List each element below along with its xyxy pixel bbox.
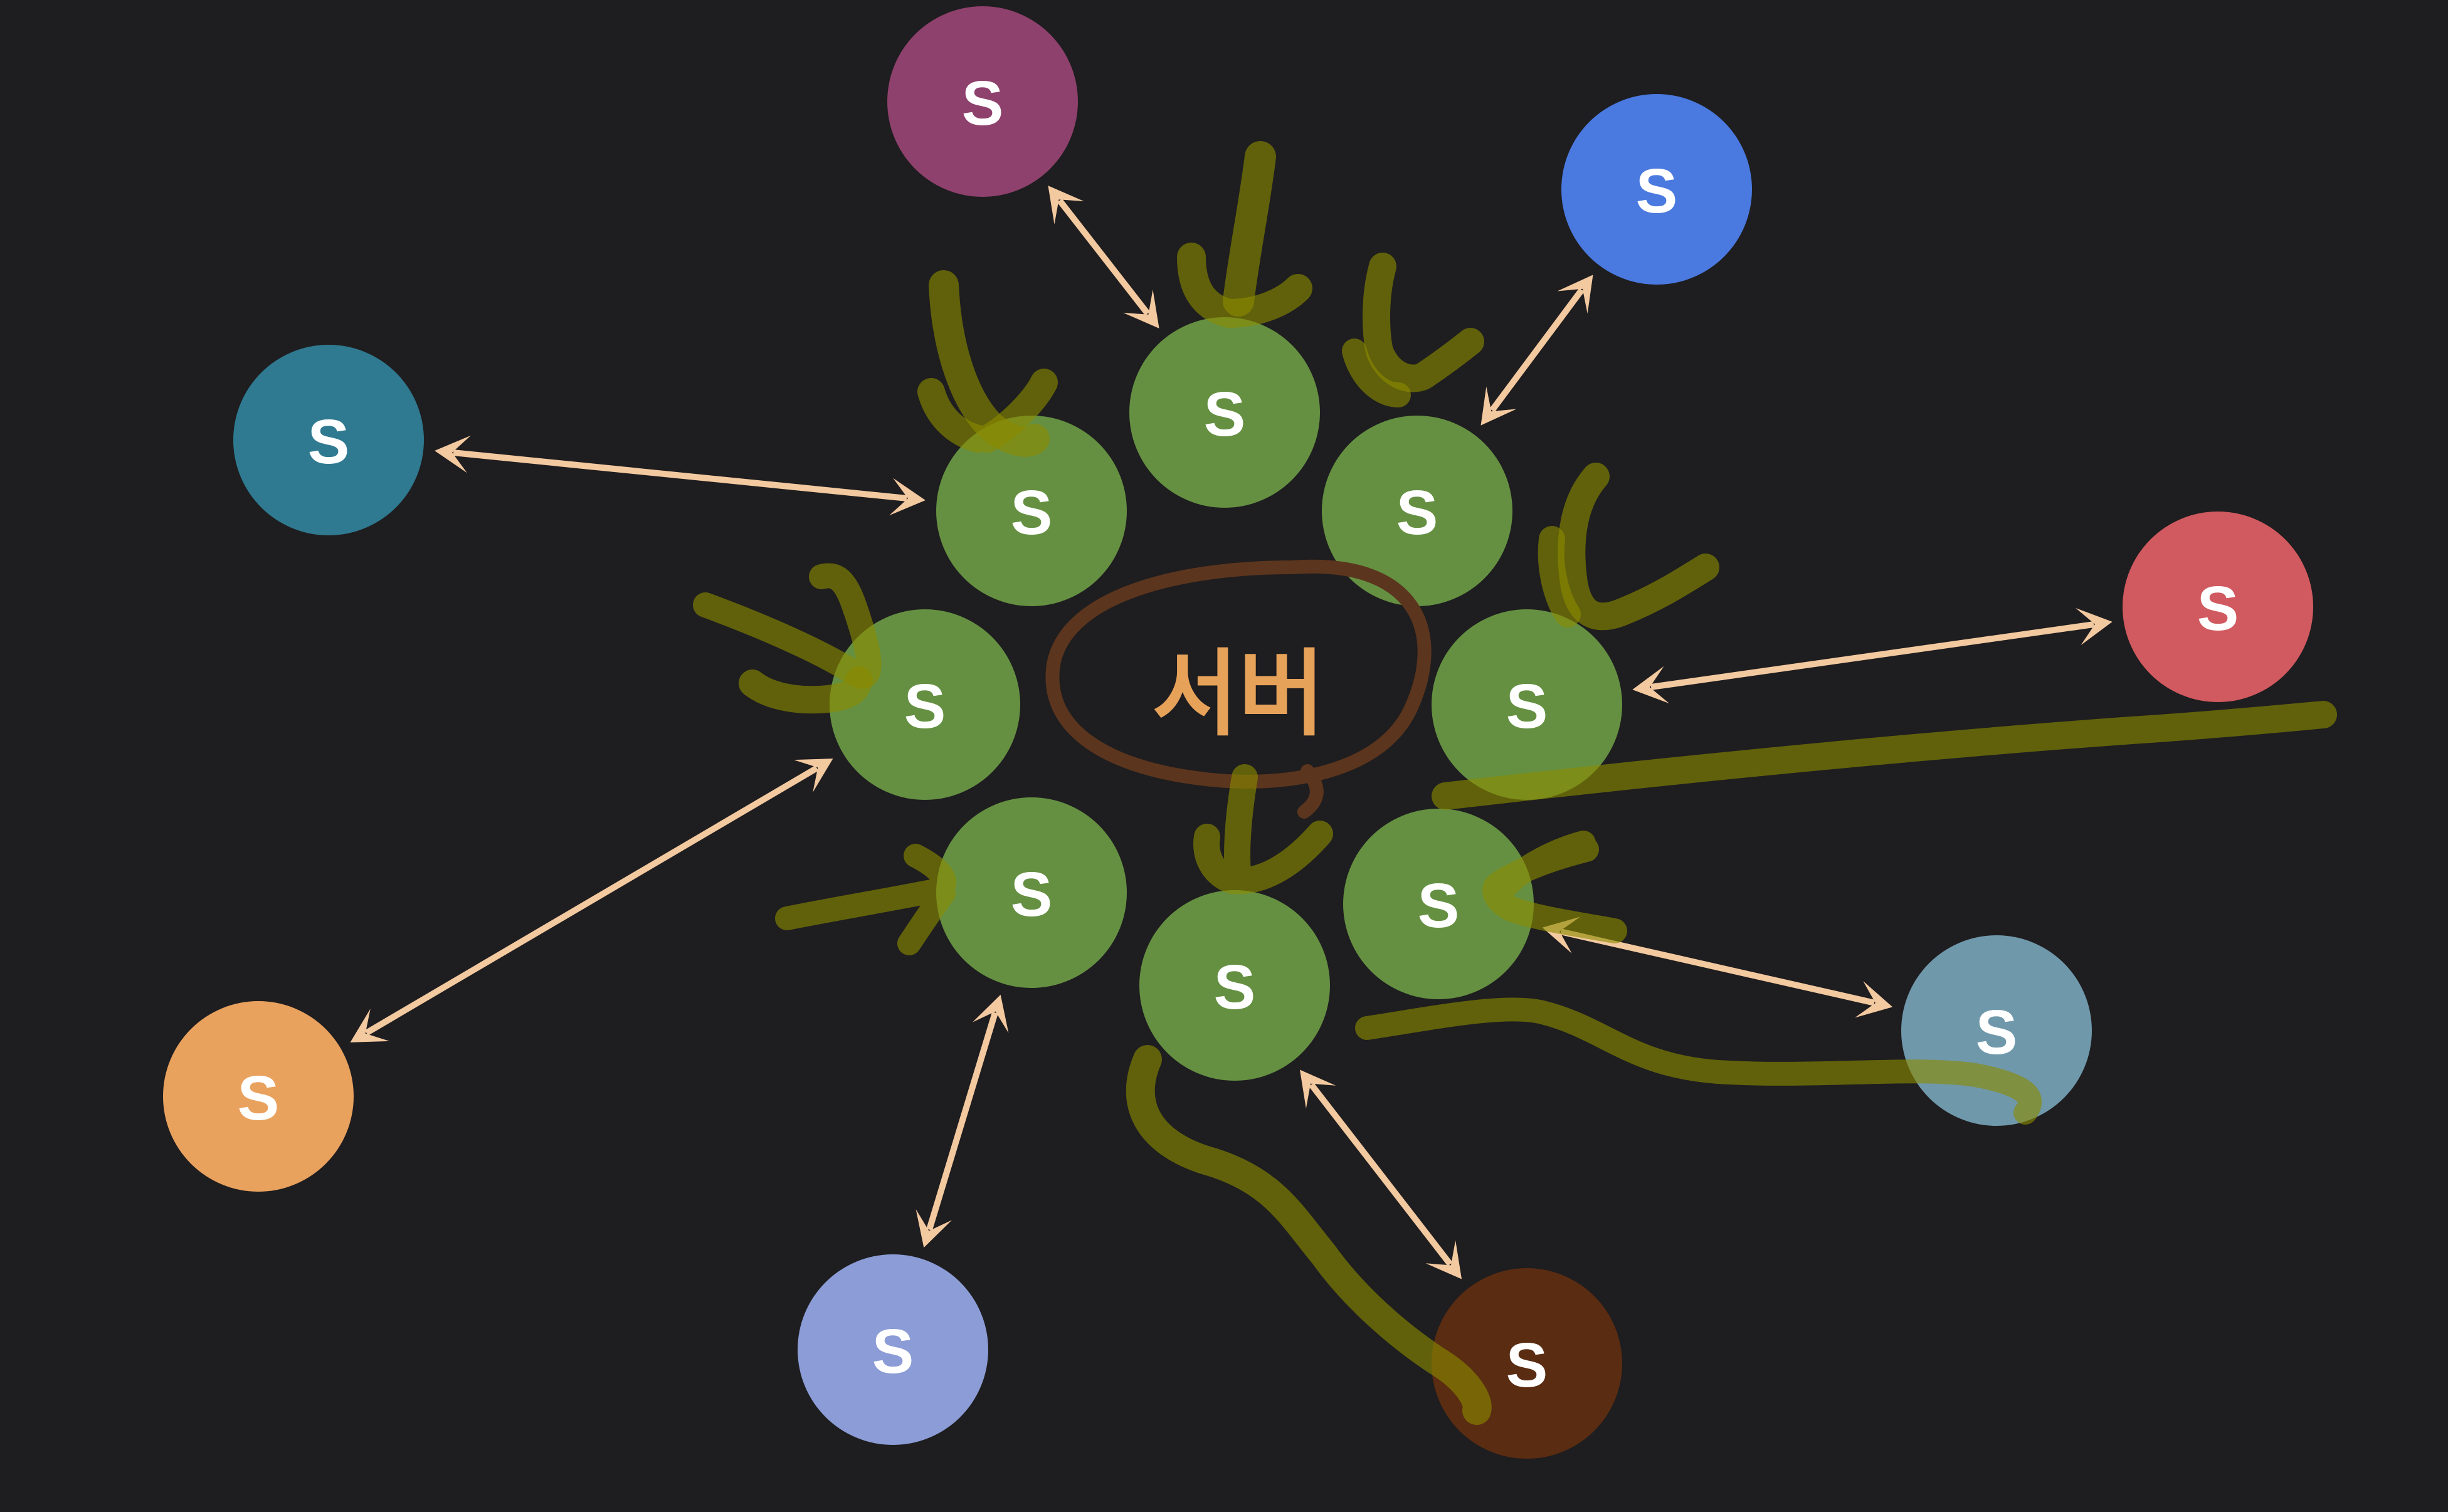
node-label: S (904, 671, 946, 742)
node-label: S (1011, 478, 1053, 548)
node-label: S (238, 1063, 280, 1133)
node-label: S (872, 1316, 914, 1387)
server-center: 서버 (1045, 559, 1432, 819)
arrowhead (2076, 607, 2113, 646)
outer-node-circle (887, 6, 1078, 197)
inner-node-bottom-right[interactable]: S (1343, 809, 1534, 999)
highlight-stroke (775, 844, 956, 955)
highlight-stroke (929, 270, 1050, 457)
inner-node-circle (1129, 317, 1320, 508)
marker-highlights (693, 141, 2337, 1425)
arrowhead (1123, 290, 1159, 328)
arrowhead (973, 994, 1009, 1034)
arrowhead (1299, 1069, 1336, 1109)
inner-nodes: S S S S S S S S (830, 317, 1622, 1081)
node-label: S (1976, 997, 2018, 1068)
node-label: S (1506, 1330, 1548, 1400)
node-label: S (1214, 952, 1256, 1022)
inner-node-circle (936, 797, 1127, 988)
highlight-stroke (1223, 141, 1276, 317)
node-label: S (1011, 859, 1053, 930)
arrowhead (1854, 980, 1893, 1018)
inner-node-right[interactable]: S (1432, 609, 1622, 800)
highlight-stroke (1538, 526, 1581, 627)
connection-line (1559, 928, 1876, 1006)
arrowhead (1632, 666, 1669, 704)
inner-node-bottom[interactable]: S (1139, 890, 1330, 1081)
inner-node-top-left[interactable]: S (936, 416, 1127, 606)
connection-line (1057, 198, 1151, 316)
server-ring (1045, 559, 1432, 819)
highlight-stroke (1432, 701, 2337, 810)
arrowhead (1425, 1240, 1462, 1279)
highlight-stroke (1558, 463, 1719, 631)
node-label: S (2197, 574, 2239, 644)
inner-node-circle (1432, 609, 1622, 800)
inner-node-circle (1139, 890, 1330, 1081)
arrowhead (350, 1009, 390, 1042)
outer-node-circle (233, 345, 424, 535)
outer-node-circle (163, 1001, 354, 1192)
outer-node-purple[interactable]: S (887, 6, 1078, 197)
outer-node-lavender[interactable]: S (798, 1254, 988, 1445)
highlight-stroke (1482, 831, 1627, 943)
highlight-stroke (917, 369, 1058, 453)
connection-line (926, 1011, 998, 1231)
inner-node-circle (1343, 809, 1534, 999)
connection-line (1489, 288, 1585, 412)
arrowhead (1480, 386, 1517, 426)
outer-node-blue[interactable]: S (1561, 94, 1752, 285)
outer-node-slate[interactable]: S (1901, 935, 2092, 1126)
outer-node-circle (798, 1254, 988, 1445)
connection-line (364, 765, 819, 1036)
node-label: S (1204, 379, 1246, 449)
outer-node-circle (1561, 94, 1752, 285)
connection-line (1309, 1083, 1453, 1266)
inner-node-top-right[interactable]: S (1322, 416, 1512, 606)
arrowhead (1048, 186, 1084, 224)
inner-node-top[interactable]: S (1129, 317, 1320, 508)
inner-node-circle (1322, 416, 1512, 606)
outer-nodes: S S S S S S S S (163, 6, 2313, 1459)
highlight-stroke (1126, 1045, 1492, 1425)
arrowhead (1557, 275, 1593, 314)
inner-node-bottom-left[interactable]: S (936, 797, 1127, 988)
inner-node-circle (936, 416, 1127, 606)
outer-node-circle (2123, 512, 2313, 702)
connection-line (453, 449, 907, 501)
outer-node-orange[interactable]: S (163, 1001, 354, 1192)
highlight-stroke (1363, 253, 1484, 392)
highlight-stroke (1355, 997, 2042, 1125)
node-label: S (1636, 156, 1678, 226)
highlight-stroke (1342, 339, 1411, 407)
node-label: S (1418, 871, 1460, 941)
server-label: 서버 (1152, 640, 1325, 749)
node-label: S (1396, 478, 1438, 548)
arrowhead (889, 478, 926, 516)
highlight-stroke (1177, 243, 1312, 328)
highlight-stroke (1193, 764, 1333, 895)
highlight-stroke (739, 666, 873, 714)
connection-arrows (350, 186, 2113, 1279)
arrowhead (793, 759, 833, 792)
node-label: S (962, 68, 1004, 139)
node-label: S (308, 407, 350, 477)
outer-node-red[interactable]: S (2123, 512, 2313, 702)
arrowhead (915, 1209, 952, 1248)
node-label: S (1506, 671, 1548, 742)
arrowhead (435, 435, 471, 473)
connection-line (1650, 621, 2094, 690)
outer-node-teal[interactable]: S (233, 345, 424, 535)
